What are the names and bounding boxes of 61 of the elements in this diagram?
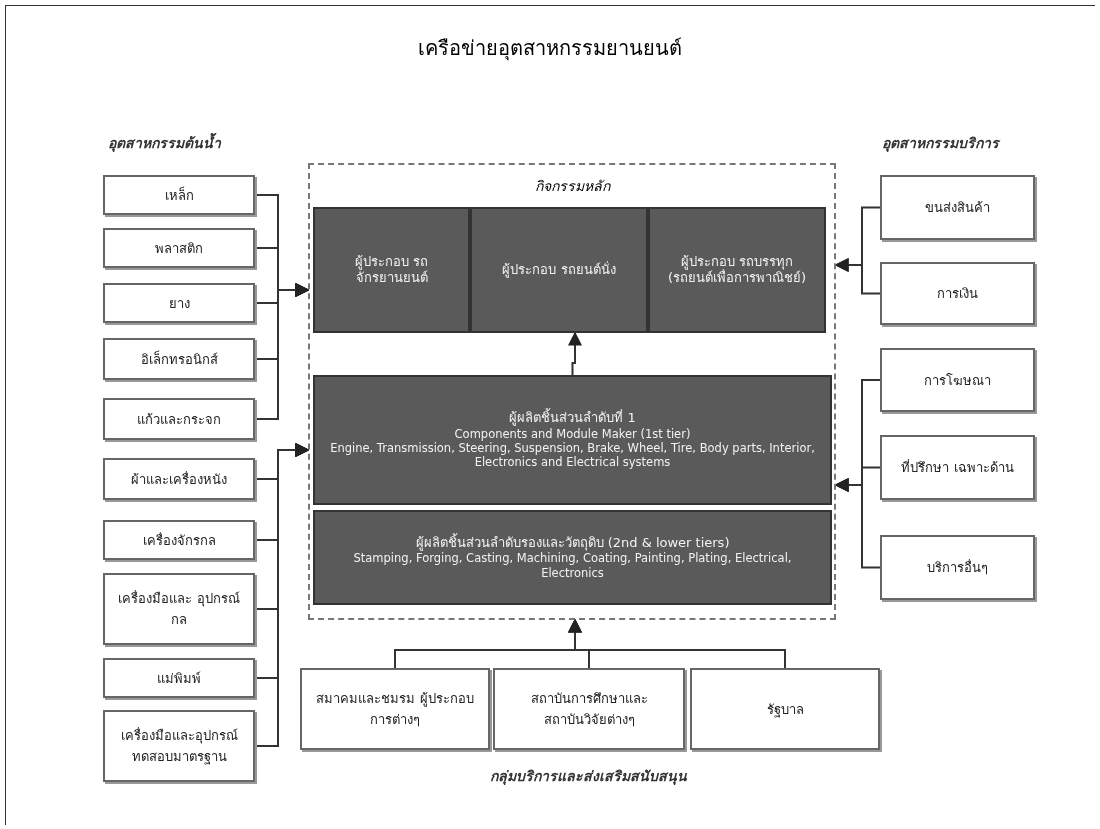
arrow (568, 331, 582, 376)
arrow (834, 478, 881, 569)
process-box (103, 338, 255, 380)
group-box (308, 163, 836, 620)
process-box (313, 375, 832, 505)
box-text: เครื่องจักรกล (142, 531, 216, 550)
box-text: เหล็ก (164, 185, 194, 205)
process-box (103, 710, 255, 782)
box-text: แก้วและกระจก (137, 410, 221, 429)
process-box (880, 348, 1035, 412)
process-box (880, 262, 1035, 325)
box-text: บริการอื่นๆ (927, 558, 988, 577)
box-text: สถาบันการศึกษาและ สถาบันวิจัยต่างๆ (529, 690, 649, 729)
box-subtext: Components and Module Maker (1st tier) (454, 426, 691, 441)
arrow (254, 443, 310, 747)
section-heading: อุตสาหกรรมต้นน้ำ (108, 132, 221, 154)
box-text: อิเล็กทรอนิกส์ (140, 349, 218, 369)
process-box (880, 535, 1035, 600)
box-text: ผู้ประกอบ รถยนต์นั่ง (502, 261, 616, 279)
box-subtext: Stamping, Forging, Casting, Machining, Coating, Painting, Plating, Electrical, Electronics (352, 551, 793, 580)
box-text: พลาสติก (155, 239, 203, 258)
box-text: แม่พิมพ์ (157, 669, 201, 688)
process-box (103, 458, 255, 500)
process-box (300, 668, 490, 750)
arrow (254, 283, 310, 420)
process-box (103, 283, 255, 323)
box-text: ผู้ผลิตชิ้นส่วนลำดับรองและวัตถุดิบ (2nd & lower tiers) (415, 535, 730, 552)
box-subtext: Engine, Transmission, Steering, Suspension, Brake, Wheel, Tire, Body parts, Interior, Electronics and Electrical systems (329, 440, 816, 470)
process-box (313, 207, 470, 333)
box-text: ยาง (168, 294, 190, 313)
box-text: การเงิน (937, 285, 978, 303)
box-text: ผู้ผลิตชิ้นส่วนลำดับที่ 1 (509, 410, 636, 427)
process-box (103, 175, 255, 215)
arrow (568, 618, 786, 669)
box-text: ผู้ประกอบ รถบรรทุก (รถยนต์เพื่อการพาณิชย์) (666, 253, 808, 287)
box-text: ขนส่งสินค้า (925, 199, 990, 217)
process-box (690, 668, 880, 750)
process-box (880, 175, 1035, 240)
section-heading: อุตสาหกรรมบริการ (882, 134, 999, 154)
group-title: กิจกรรมหลัก (534, 177, 610, 196)
process-box (470, 207, 648, 333)
section-heading: กลุ่มบริการและส่งเสริมสนับสนุน (490, 767, 687, 787)
box-text: ผ้าและเครื่องหนัง (131, 470, 227, 489)
box-text: เครื่องมือและ อุปกรณ์กล (117, 589, 241, 629)
box-text: ที่ปรึกษา เฉพาะด้าน (901, 458, 1014, 477)
box-text: สมาคมและชมรม ผู้ประกอบการต่างๆ (315, 690, 475, 729)
box-text: การโฆษณา (924, 371, 991, 390)
arrow (834, 258, 881, 295)
process-box (880, 435, 1035, 500)
process-box (103, 520, 255, 560)
process-box (648, 207, 826, 333)
diagram-title: เครือข่ายอุตสาหกรรมยานยนต์ (417, 35, 683, 63)
process-box (103, 228, 255, 268)
box-text: รัฐบาล (766, 700, 804, 720)
box-text: ผู้ประกอบ รถจักรยานยนต์ (353, 253, 430, 287)
box-text: เครื่องมือและอุปกรณ์ ทดสอบมาตรฐาน (119, 726, 239, 767)
process-box (313, 510, 832, 605)
process-box (103, 398, 255, 440)
process-box (103, 573, 255, 645)
process-box (493, 668, 685, 750)
process-box (103, 658, 255, 698)
